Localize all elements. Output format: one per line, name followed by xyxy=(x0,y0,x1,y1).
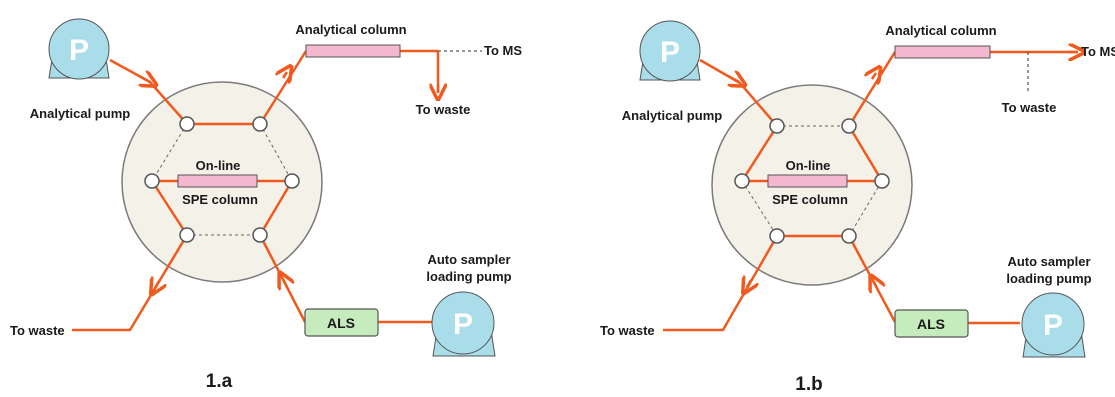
valve-port xyxy=(252,227,268,243)
analytical-column-label: Analytical column xyxy=(885,23,996,38)
valve-port xyxy=(841,118,857,134)
loading-pump-symbol: P xyxy=(1043,309,1063,342)
als-box xyxy=(304,308,379,337)
valve-port xyxy=(769,118,785,134)
valve-ports xyxy=(734,118,890,244)
loading-pump: P xyxy=(431,291,496,357)
analytical-column xyxy=(894,45,991,59)
valve-port xyxy=(179,227,195,243)
loading-pump-label-line1: Auto sampler xyxy=(427,252,510,267)
als-label: ALS xyxy=(917,316,945,332)
spe-column xyxy=(767,174,848,188)
valve-port xyxy=(874,173,890,189)
analytical-pump-label: Analytical pump xyxy=(622,108,722,123)
loading-pump-label-line2: loading pump xyxy=(426,269,511,284)
spe-label-line2: SPE column xyxy=(772,192,848,207)
analytical-column-label: Analytical column xyxy=(295,22,406,37)
valve-port xyxy=(769,228,785,244)
pump-symbol: P xyxy=(69,34,89,67)
spe-label-line2: SPE column xyxy=(182,192,258,207)
spe-label-line1: On-line xyxy=(786,158,831,173)
analytical-pump: P xyxy=(639,20,701,82)
panel-1a: On-line SPE column Analytical column To … xyxy=(10,18,522,392)
column-waste-label: To waste xyxy=(416,102,471,117)
figure-label: 1.b xyxy=(795,374,822,395)
figure-label: 1.a xyxy=(206,371,233,392)
panel-1b: On-line SPE column Analytical column To … xyxy=(600,20,1115,395)
to-ms-label: To MS xyxy=(1081,44,1115,59)
loading-pump-label-line2: loading pump xyxy=(1006,271,1091,286)
inactive-channels xyxy=(151,123,293,236)
valve-port xyxy=(252,116,268,132)
column-waste-label: To waste xyxy=(1002,100,1057,115)
analytical-pump-label: Analytical pump xyxy=(30,106,130,121)
analytical-pump: P xyxy=(48,18,110,80)
valve-port xyxy=(284,173,300,189)
als-label: ALS xyxy=(327,315,355,331)
spe-column xyxy=(177,174,258,188)
flow-arrows xyxy=(140,72,438,288)
valve-waste-label: To waste xyxy=(600,323,655,338)
valve-ports xyxy=(144,116,300,243)
analytical-column xyxy=(305,44,401,58)
flow-arrows xyxy=(728,52,1077,290)
valve-waste-label: To waste xyxy=(10,323,65,338)
to-ms-label: To MS xyxy=(484,43,522,58)
loading-pump-label-line1: Auto sampler xyxy=(1007,254,1090,269)
loading-pump-symbol: P xyxy=(453,308,473,341)
inactive-channels xyxy=(741,125,883,237)
valve-port xyxy=(841,228,857,244)
valve-port xyxy=(179,116,195,132)
valve-port xyxy=(144,173,160,189)
valve-port xyxy=(734,173,750,189)
spe-label-line1: On-line xyxy=(196,158,241,173)
loading-pump: P xyxy=(1021,292,1086,358)
pump-symbol: P xyxy=(660,36,680,69)
als-box xyxy=(894,309,969,338)
